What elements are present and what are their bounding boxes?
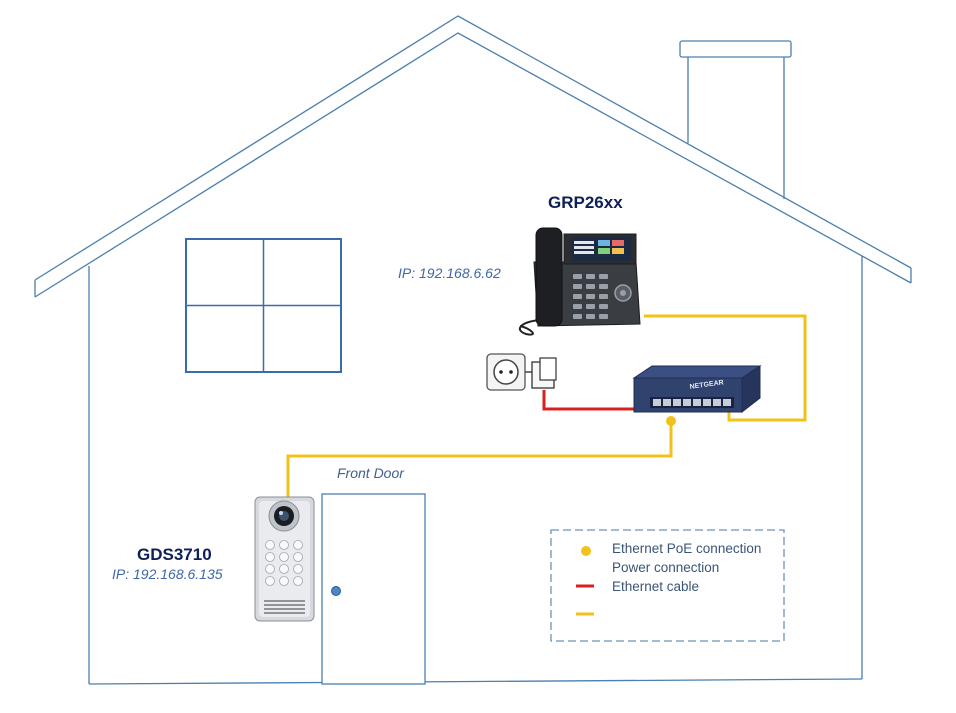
phone-handset — [535, 227, 563, 327]
legend-box — [550, 529, 785, 642]
legend — [550, 529, 785, 642]
poe-cable-phone — [644, 314, 807, 422]
legend-item-poe: Ethernet PoE connection — [612, 541, 762, 556]
door-knob — [331, 586, 341, 596]
front-door — [321, 493, 426, 685]
front-door-label: Front Door — [337, 465, 404, 481]
switch-brand: NETGEAR — [689, 379, 724, 391]
window — [185, 238, 342, 373]
floor — [88, 678, 863, 685]
door-station-title: GDS3710 — [137, 545, 212, 564]
power-outlet-icon — [486, 353, 557, 391]
network-switch: NETGEAR — [632, 365, 762, 414]
door-station-icon — [254, 496, 315, 622]
legend-item-ethernet: Ethernet cable — [612, 579, 700, 594]
phone-ip: IP: 192.168.6.62 — [398, 265, 501, 281]
door-station-ip: IP: 192.168.6.135 — [112, 566, 223, 582]
house-outline — [34, 15, 912, 685]
poe-cable-door — [286, 420, 673, 498]
poe-cables — [286, 314, 807, 498]
ip-phone-icon — [518, 227, 641, 336]
chimney-cap — [679, 40, 792, 58]
roof-outer — [34, 15, 912, 281]
power-cable — [542, 390, 640, 411]
legend-item-power: Power connection — [612, 560, 720, 575]
poe-dot-switch-left — [666, 416, 676, 426]
legend-poe-symbol — [581, 546, 591, 556]
roof-inner — [34, 32, 912, 298]
phone-title: GRP26xx — [548, 193, 623, 212]
